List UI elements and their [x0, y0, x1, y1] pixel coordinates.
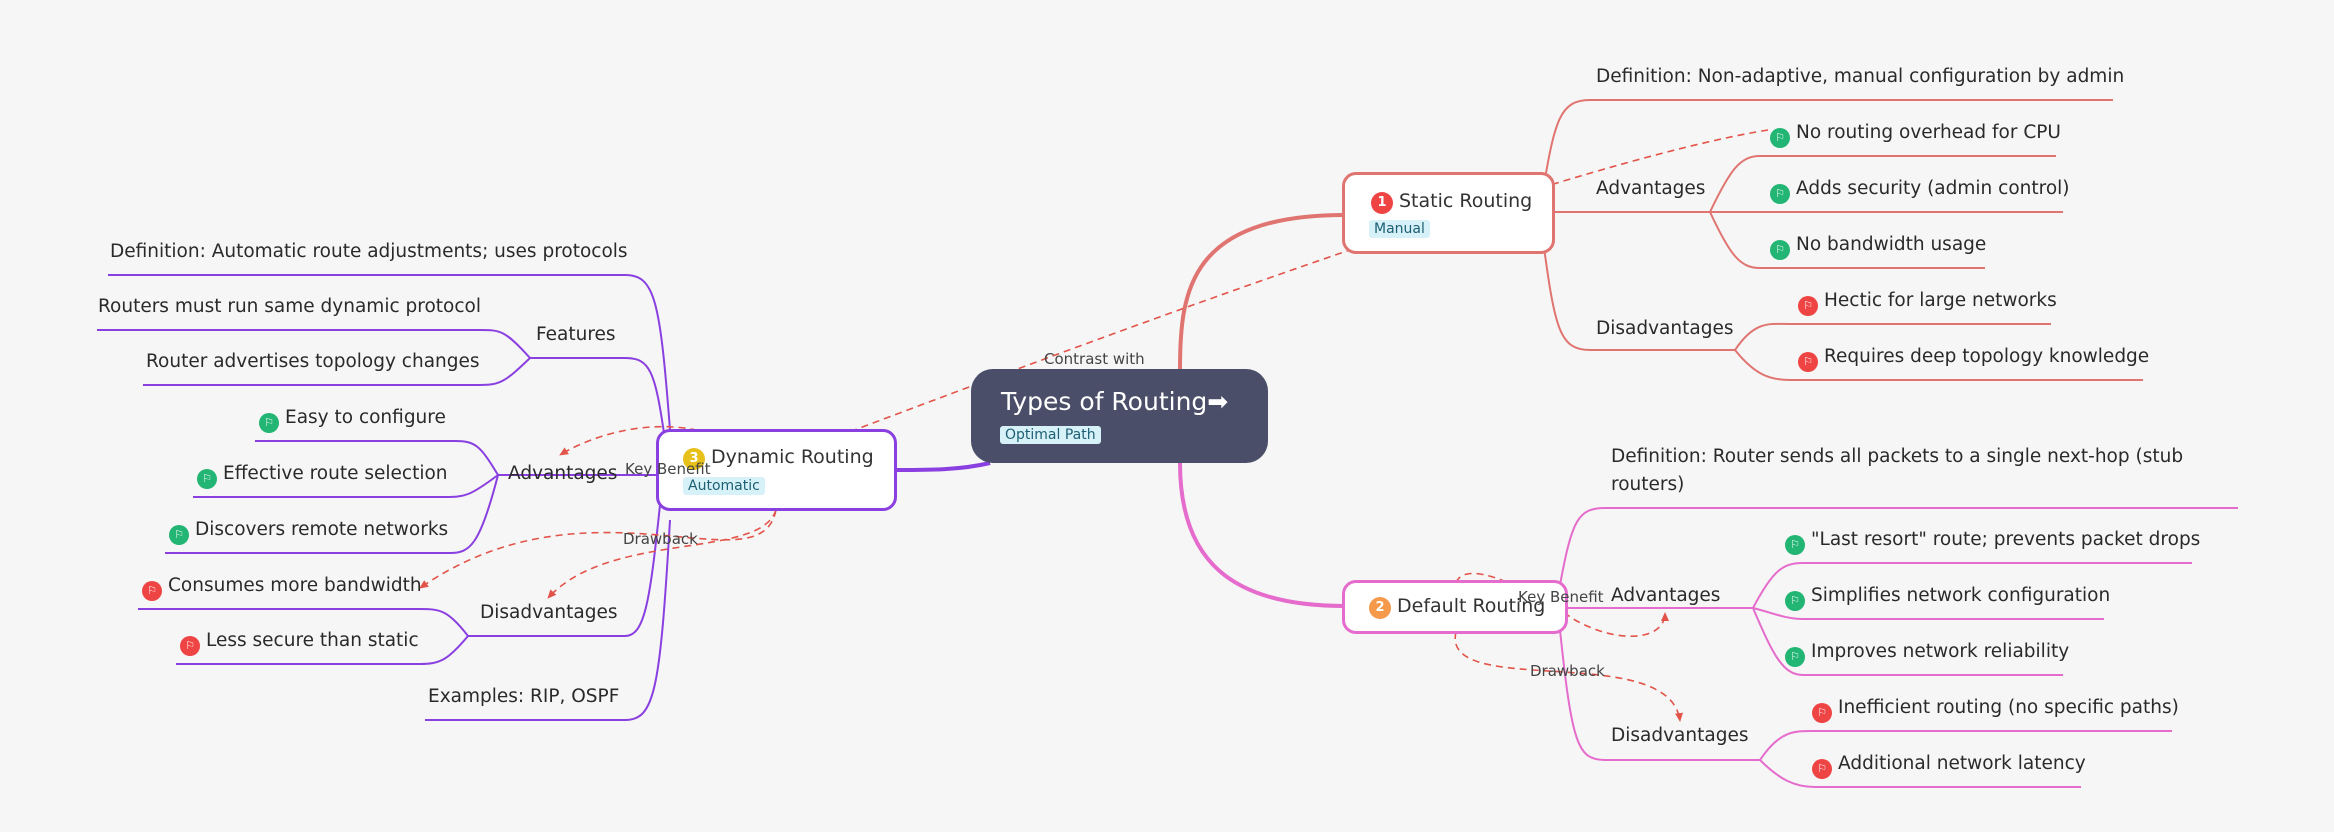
dynamic-disadvantage-item[interactable]: ⚐Consumes more bandwidth	[142, 574, 422, 601]
dynamic-advantage-item[interactable]: ⚐Easy to configure	[259, 406, 446, 433]
static-connectors	[1542, 99, 2143, 381]
relationship-label-contrast[interactable]: Contrast with	[1044, 350, 1145, 368]
flag-icon: ⚐	[197, 469, 217, 489]
static-advantages-label[interactable]: Advantages	[1596, 178, 1706, 199]
static-advantage-item[interactable]: ⚐No routing overhead for CPU	[1770, 121, 2061, 148]
dynamic-feature-item[interactable]: Routers must run same dynamic protocol	[98, 296, 481, 317]
static-disadvantages-label[interactable]: Disadvantages	[1596, 318, 1734, 339]
priority-3-icon: 3	[683, 448, 705, 470]
dynamic-disadvantages-label[interactable]: Disadvantages	[480, 602, 618, 623]
static-disadvantage-item[interactable]: ⚐Hectic for large networks	[1798, 289, 2057, 316]
priority-2-icon: 2	[1369, 597, 1391, 619]
flag-icon: ⚐	[1785, 591, 1805, 611]
relationship-label-drawback-default[interactable]: Drawback	[1530, 662, 1605, 680]
relationship-label-key-benefit-default[interactable]: Key Benefit	[1518, 588, 1604, 606]
central-topic-title: Types of Routing➡	[1001, 387, 1229, 416]
flag-icon: ⚐	[1770, 128, 1790, 148]
flag-icon: ⚐	[1785, 535, 1805, 555]
dynamic-feature-item[interactable]: Router advertises topology changes	[146, 351, 480, 372]
priority-1-icon: 1	[1371, 192, 1393, 214]
default-disadvantages-label[interactable]: Disadvantages	[1611, 725, 1749, 746]
dynamic-advantages-label[interactable]: Advantages	[508, 463, 618, 484]
default-connectors	[1559, 507, 2238, 788]
central-topic[interactable]: Types of Routing➡ Optimal Path	[971, 369, 1268, 463]
flag-icon: ⚐	[1785, 647, 1805, 667]
default-advantage-item[interactable]: ⚐Simplifies network configuration	[1785, 584, 2110, 611]
relationship-label-key-benefit-dynamic[interactable]: Key Benefit	[625, 460, 711, 478]
flag-icon: ⚐	[142, 581, 162, 601]
dynamic-examples[interactable]: Examples: RIP, OSPF	[428, 686, 620, 707]
central-topic-tag: Optimal Path	[1000, 426, 1101, 444]
dynamic-features-label[interactable]: Features	[536, 324, 616, 345]
static-disadvantage-item[interactable]: ⚐Requires deep topology knowledge	[1798, 345, 2149, 372]
static-advantage-item[interactable]: ⚐No bandwidth usage	[1770, 233, 1986, 260]
relationship-label-drawback-dynamic[interactable]: Drawback	[623, 530, 698, 548]
flag-icon: ⚐	[1812, 703, 1832, 723]
flag-icon: ⚐	[259, 413, 279, 433]
flag-icon: ⚐	[1798, 352, 1818, 372]
flag-icon: ⚐	[169, 525, 189, 545]
flag-icon: ⚐	[1770, 240, 1790, 260]
dynamic-definition[interactable]: Definition: Automatic route adjustments;…	[110, 241, 628, 262]
arrow-right-icon: ➡	[1207, 387, 1229, 416]
flag-icon: ⚐	[1798, 296, 1818, 316]
topic-static-routing-tag: Manual	[1369, 220, 1430, 238]
static-definition[interactable]: Definition: Non-adaptive, manual configu…	[1596, 66, 2125, 87]
dynamic-connectors	[97, 274, 671, 721]
flag-icon: ⚐	[180, 636, 200, 656]
dynamic-advantage-item[interactable]: ⚐Discovers remote networks	[169, 518, 448, 545]
branch-static	[1178, 213, 1346, 370]
static-advantage-item[interactable]: ⚐Adds security (admin control)	[1770, 177, 2070, 204]
default-disadvantage-item[interactable]: ⚐Inefficient routing (no specific paths)	[1812, 696, 2179, 723]
dynamic-advantage-item[interactable]: ⚐Effective route selection	[197, 462, 448, 489]
default-advantage-item[interactable]: ⚐Improves network reliability	[1785, 640, 2069, 667]
flag-icon: ⚐	[1812, 759, 1832, 779]
branch-default	[1178, 462, 1346, 608]
default-advantage-item[interactable]: ⚐"Last resort" route; prevents packet dr…	[1785, 528, 2200, 555]
default-definition[interactable]: Definition: Router sends all packets to …	[1611, 446, 2184, 495]
topic-dynamic-routing-tag: Automatic	[683, 477, 765, 495]
branch-dynamic	[896, 461, 991, 472]
default-advantages-label[interactable]: Advantages	[1611, 585, 1721, 606]
flag-icon: ⚐	[1770, 184, 1790, 204]
default-disadvantage-item[interactable]: ⚐Additional network latency	[1812, 752, 2086, 779]
dynamic-disadvantage-item[interactable]: ⚐Less secure than static	[180, 629, 419, 656]
